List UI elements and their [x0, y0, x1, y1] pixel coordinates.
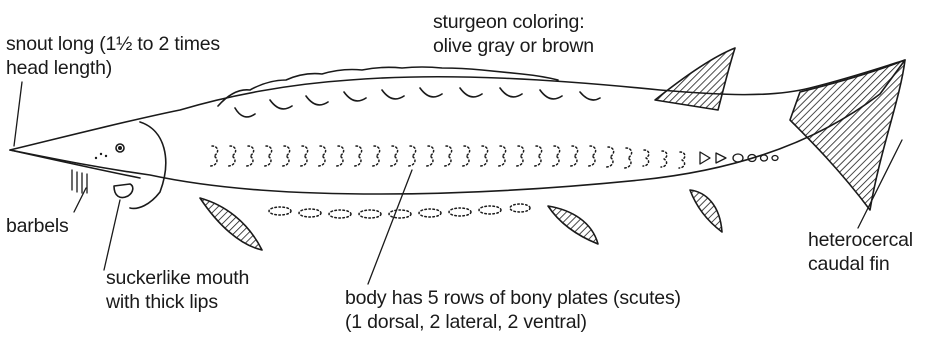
label-coloring-line2: olive gray or brown: [433, 34, 594, 58]
label-mouth: suckerlike mouth with thick lips: [106, 266, 249, 314]
label-snout-line2: head length): [6, 56, 220, 80]
label-barbels: barbels: [6, 214, 69, 238]
label-snout: snout long (1½ to 2 times head length): [6, 32, 220, 80]
pectoral-fin: [200, 198, 262, 250]
dorsal-scutes: [218, 67, 558, 106]
caudal-fin: [790, 60, 905, 210]
gill-cover: [130, 122, 166, 208]
label-coloring: sturgeon coloring: olive gray or brown: [433, 10, 594, 58]
mouth: [114, 184, 133, 198]
label-caudal-line2: caudal fin: [808, 252, 913, 276]
label-scutes-line2: (1 dorsal, 2 lateral, 2 ventral): [345, 310, 681, 334]
dorsal-fin: [655, 48, 735, 110]
label-caudal-line1: heterocercal: [808, 228, 913, 252]
label-scutes-line1: body has 5 rows of bony plates (scutes): [345, 286, 681, 310]
label-mouth-line1: suckerlike mouth: [106, 266, 249, 290]
sturgeon-body-outline: [10, 60, 905, 194]
label-snout-line1: snout long (1½ to 2 times: [6, 32, 220, 56]
label-mouth-line2: with thick lips: [106, 290, 249, 314]
leader-lines: [14, 82, 902, 284]
ventral-scutes: [269, 204, 530, 218]
label-coloring-line1: sturgeon coloring:: [433, 10, 594, 34]
label-caudal: heterocercal caudal fin: [808, 228, 913, 276]
anal-fin: [690, 190, 722, 232]
label-scutes: body has 5 rows of bony plates (scutes) …: [345, 286, 681, 334]
lateral-scutes: [210, 146, 685, 168]
pelvic-fin: [548, 206, 598, 244]
